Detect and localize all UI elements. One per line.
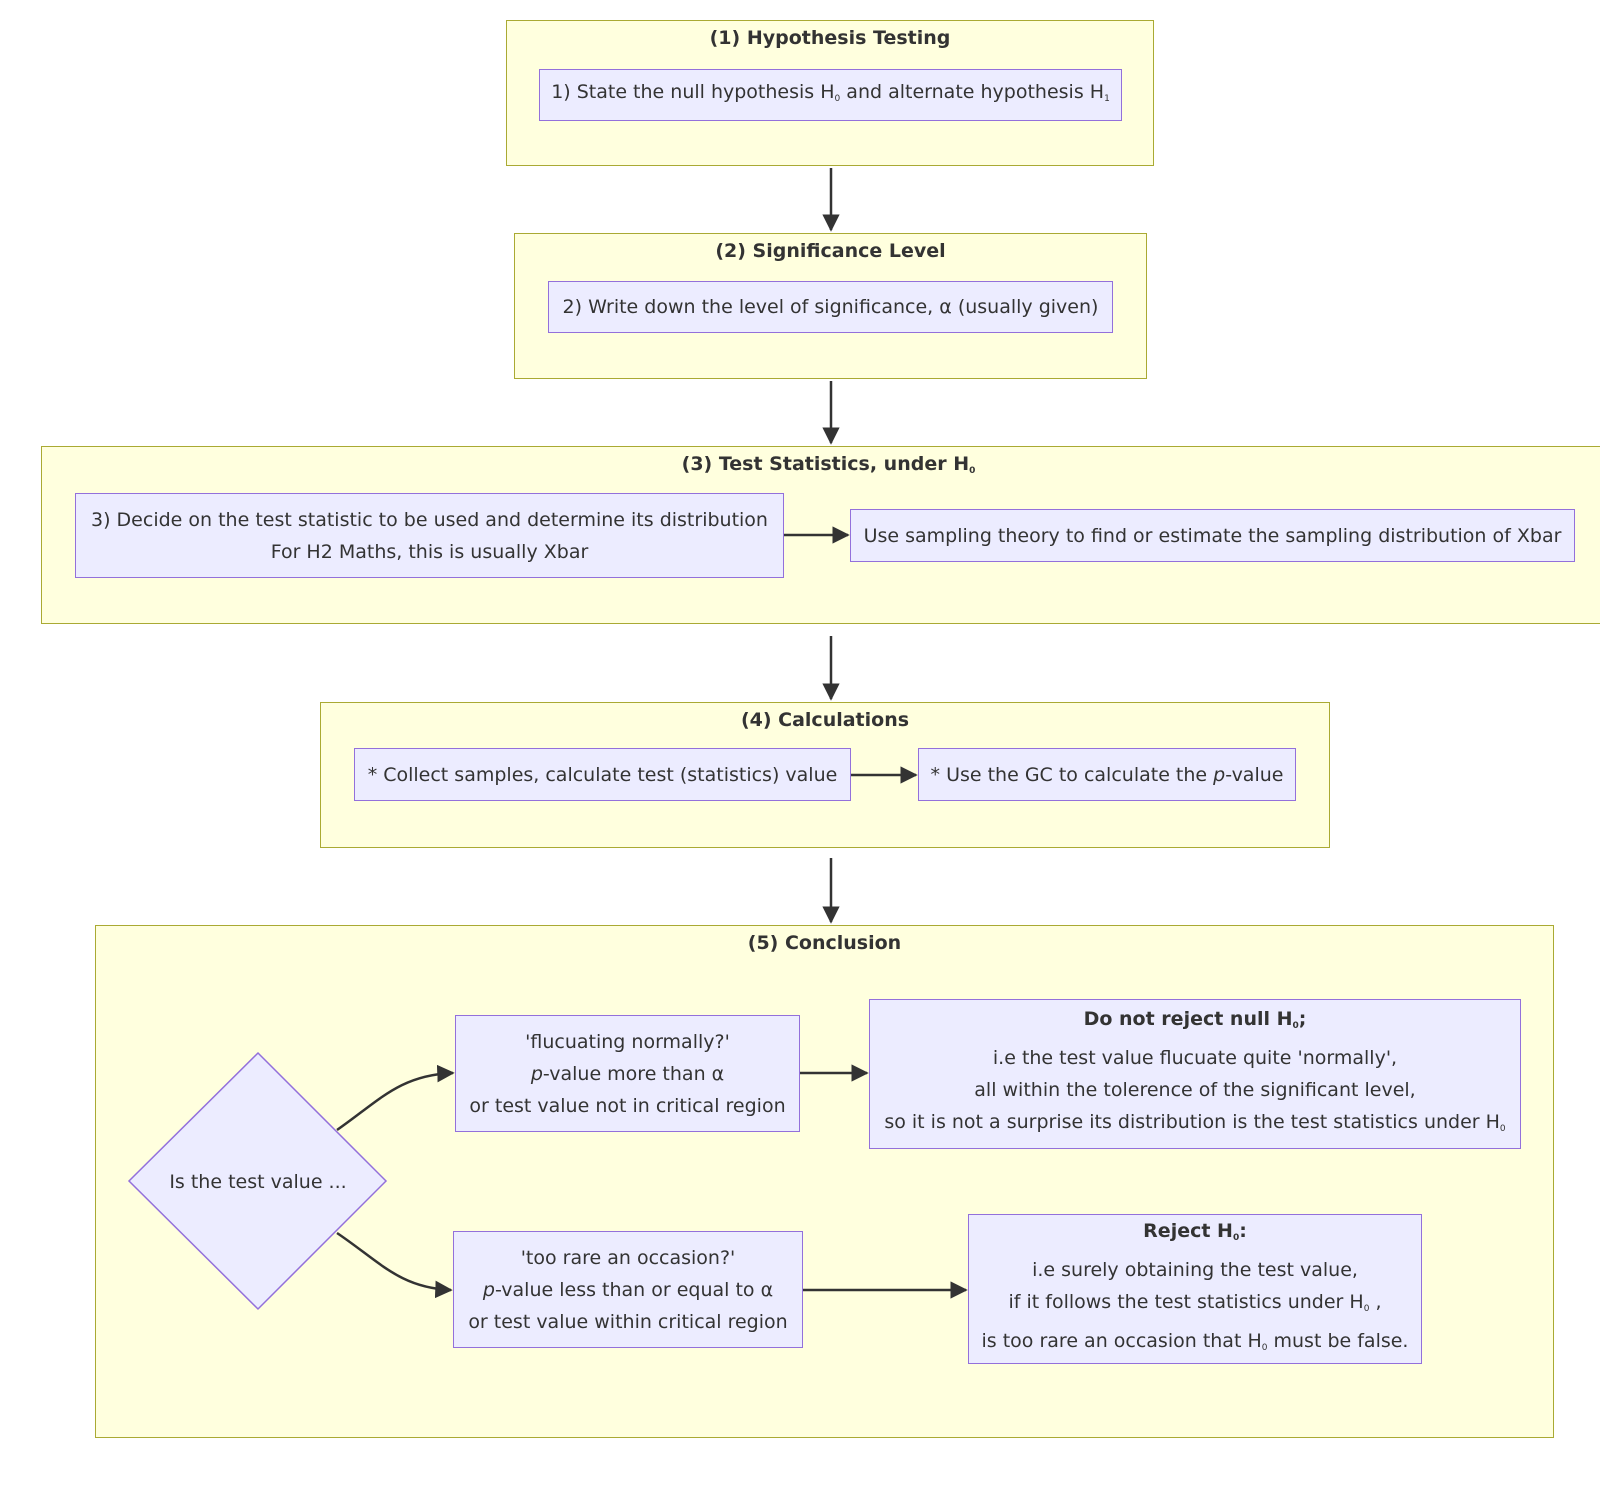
subscript: 0 xyxy=(834,93,841,104)
node-text-part: -value xyxy=(1225,763,1284,786)
node-text-part: * Use the GC to calculate the xyxy=(930,763,1214,786)
subscript: 0 xyxy=(1261,1342,1268,1353)
node-text: 2) Write down the level of significance,… xyxy=(562,296,1099,318)
node-text-part: Reject H xyxy=(1143,1219,1233,1242)
node-do-not-reject[interactable]: Do not reject null H0; i.e the test valu… xyxy=(869,999,1521,1149)
title-text: (3) Test Statistics, under H xyxy=(681,453,970,475)
node-text-part: is too rare an occasion that H xyxy=(981,1329,1262,1352)
subscript: 0 xyxy=(1499,1124,1506,1134)
node-line: For H2 Maths, this is usually Xbar xyxy=(270,540,589,563)
node-text-part: Do not reject null H xyxy=(1083,1008,1293,1030)
cluster-title: (2) Significance Level xyxy=(715,240,946,262)
node-text-part: so it is not a surprise its distribution… xyxy=(884,1111,1500,1133)
node-text-part: and alternate hypothesis H xyxy=(840,80,1105,103)
node-text: * Collect samples, calculate test (stati… xyxy=(367,763,838,786)
node-text-part: -value more than α xyxy=(542,1062,725,1085)
node-line: or test value within critical region xyxy=(468,1310,788,1333)
subscript: 0 xyxy=(1232,1232,1240,1243)
node-line: so it is not a surprise its distribution… xyxy=(884,1106,1505,1145)
node-line: or test value not in critical region xyxy=(469,1094,786,1117)
italic-text: p xyxy=(482,1278,495,1301)
subscript: 1 xyxy=(1104,93,1110,104)
node-collect-samples[interactable]: * Collect samples, calculate test (stati… xyxy=(354,748,851,801)
cluster-title: (1) Hypothesis Testing xyxy=(709,27,951,49)
node-text-part: 1) State the null hypothesis H xyxy=(551,80,835,103)
node-line: all within the tolerence of the signific… xyxy=(974,1079,1416,1101)
node-text-part: , xyxy=(1369,1290,1382,1313)
node-text: * Use the GC to calculate the p-value xyxy=(931,759,1284,791)
node-text: 1) State the null hypothesis H0 and alte… xyxy=(551,76,1110,115)
node-line: 3) Decide on the test statistic to be us… xyxy=(91,508,768,531)
node-fluctuating[interactable]: 'flucuating normally?' p-value more than… xyxy=(455,1015,800,1132)
node-line: 'flucuating normally?' xyxy=(525,1030,730,1053)
node-line: 'too rare an occasion?' xyxy=(520,1246,736,1269)
node-reject[interactable]: Reject H0: i.e surely obtaining the test… xyxy=(968,1214,1422,1364)
node-sampling-theory[interactable]: Use sampling theory to find or estimate … xyxy=(850,509,1575,562)
node-text-part: : xyxy=(1239,1219,1247,1242)
node-state-hypothesis[interactable]: 1) State the null hypothesis H0 and alte… xyxy=(539,69,1122,121)
cluster-title: (5) Conclusion xyxy=(747,932,902,954)
cluster-title: (4) Calculations xyxy=(740,709,910,731)
node-line: if it follows the test statistics under … xyxy=(1008,1286,1381,1325)
cluster-title: (3) Test Statistics, under H0 xyxy=(42,453,1600,476)
subscript: 0 xyxy=(1292,1021,1299,1031)
node-text-part: must be false. xyxy=(1267,1329,1409,1352)
node-line: p-value less than or equal to α xyxy=(483,1274,773,1306)
node-significance[interactable]: 2) Write down the level of significance,… xyxy=(548,281,1113,333)
node-too-rare[interactable]: 'too rare an occasion?' p-value less tha… xyxy=(453,1231,803,1348)
node-line: i.e the test value flucuate quite 'norma… xyxy=(992,1047,1398,1069)
node-title: Reject H0: xyxy=(1143,1215,1247,1254)
node-line: is too rare an occasion that H0 must be … xyxy=(982,1325,1409,1364)
node-text: Use sampling theory to find or estimate … xyxy=(863,524,1562,547)
node-line: p-value more than α xyxy=(531,1058,724,1090)
italic-text: p xyxy=(530,1062,543,1085)
node-title: Do not reject null H0; xyxy=(1084,1003,1307,1042)
node-text-part: if it follows the test statistics under … xyxy=(1008,1290,1364,1313)
node-use-gc[interactable]: * Use the GC to calculate the p-value xyxy=(918,748,1296,801)
italic-text: p xyxy=(1213,763,1226,786)
node-decide-statistic[interactable]: 3) Decide on the test statistic to be us… xyxy=(75,493,784,578)
node-text-part: -value less than or equal to α xyxy=(494,1278,774,1301)
node-text-part: ; xyxy=(1298,1008,1307,1030)
subscript: 0 xyxy=(969,466,976,476)
subscript: 0 xyxy=(1363,1303,1370,1314)
decision-label[interactable]: Is the test value ... xyxy=(169,1171,347,1193)
node-line: i.e surely obtaining the test value, xyxy=(1032,1258,1358,1281)
